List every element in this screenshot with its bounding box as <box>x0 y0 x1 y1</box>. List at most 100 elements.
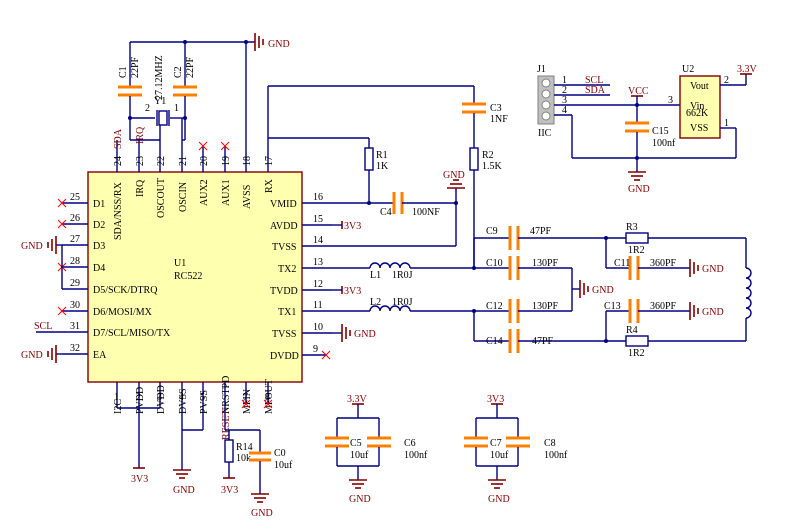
u2-part: 662K <box>686 108 709 119</box>
u2-body <box>679 75 721 139</box>
r3-resistor <box>625 232 649 244</box>
c7c8-3v3-label: 3V3 <box>487 394 504 405</box>
gnd-symbol-tvss10: GND <box>341 324 376 342</box>
j1-pin-2: 2 <box>562 85 567 96</box>
gnd-label-d3: GND <box>21 241 43 252</box>
u1-pin-name-12: TVDD <box>270 286 298 297</box>
gnd-label-dvss: GND <box>173 485 195 496</box>
c11-ref: C11 <box>614 258 630 269</box>
u1-pin-name-19: AUX1 <box>221 179 232 206</box>
u1-pin-name-6: NRSTPD <box>221 376 232 414</box>
j1-pin-4: 4 <box>562 105 567 116</box>
reset-net-label: RESET <box>221 409 232 440</box>
r2-ref: R2 <box>482 150 494 161</box>
gnd-label-crystal: GND <box>268 39 290 50</box>
y1-val: 27.12MHZ <box>154 55 165 100</box>
c13-val: 360PF <box>650 301 677 312</box>
u1-pin-num-32: 32 <box>70 343 80 354</box>
u1-pin-num-10: 10 <box>313 322 323 333</box>
u1-pin-name-28: D4 <box>93 263 105 274</box>
u1-pin-num-16: 16 <box>313 192 323 203</box>
gnd-label-c4: GND <box>443 170 465 181</box>
r1-val: 1K <box>376 161 389 172</box>
u2-pin-num-1: 1 <box>724 118 729 129</box>
gnd-symbol-dvss: GND <box>173 469 195 496</box>
u1-pin-name-25: D1 <box>93 199 105 210</box>
u1-pin-name-23: IRQ <box>135 179 146 197</box>
c8-val: 100nf <box>544 450 568 461</box>
y1-pin-right: 1 <box>174 103 179 114</box>
u1-pin-name-27: D3 <box>93 241 105 252</box>
c1-ref: C1 <box>118 66 129 78</box>
c10-val: 130PF <box>532 258 559 269</box>
u1-pin-name-11: TX1 <box>278 307 296 318</box>
u1-pin-num-31: 31 <box>70 321 80 332</box>
u1-pin-num-22: 22 <box>156 156 167 166</box>
tvdd-3v3-label: 3V3 <box>344 286 361 297</box>
u1-pin-name-29: D5/SCK/DTRQ <box>93 285 158 296</box>
u1-pin-name-16: VMID <box>270 199 297 210</box>
u1-pin-name-14: TVSS <box>272 242 296 253</box>
u1-pin-num-2: 2 <box>136 392 141 403</box>
u1-pin-num-20: 20 <box>199 156 210 166</box>
c7-val: 10uf <box>490 450 509 461</box>
u1-pin-name-26: D2 <box>93 220 105 231</box>
u1-pin-name-1: I2C <box>113 399 124 414</box>
u1-pin-num-27: 27 <box>70 234 80 245</box>
u1-pin-num-5: 5 <box>200 392 205 403</box>
y1-ref: Y1 <box>154 96 166 107</box>
u2-3v3-label: 3.3V <box>737 64 758 75</box>
gnd-label-c15: GND <box>628 184 650 195</box>
c13-ref: C13 <box>604 301 621 312</box>
c9-val: 47PF <box>530 226 552 237</box>
r14-3v3-label: 3V3 <box>221 485 238 496</box>
c0-val: 10uf <box>274 460 293 471</box>
u1-pin-name-30: D6/MOSI/MX <box>93 307 153 318</box>
j1-sda-label: SDA <box>585 85 606 96</box>
gnd-label-c0: GND <box>251 508 273 519</box>
c14-val: 47PF <box>532 336 554 347</box>
u1-pin-num-15: 15 <box>313 214 323 225</box>
u2-pin-vss: VSS <box>690 123 708 134</box>
y1-crystal <box>158 110 168 126</box>
c14-ref: C14 <box>486 336 503 347</box>
j1-ref: J1 <box>537 64 546 75</box>
c4-val: 100NF <box>412 207 440 218</box>
antenna-coil <box>745 267 752 319</box>
u1-pin-num-17: 17 <box>264 156 275 166</box>
gnd-label-c7c8: GND <box>488 494 510 505</box>
gnd-symbol-c13: GND <box>689 302 724 320</box>
gnd-label-tvss10: GND <box>354 329 376 340</box>
r14-val: 10k <box>236 453 251 464</box>
u1-pin-name-9: DVDD <box>270 351 299 362</box>
u1-pin-name-10: TVSS <box>272 329 296 340</box>
u1-pin-num-24: 24 <box>113 156 124 166</box>
j1-body <box>537 75 555 125</box>
gnd-symbol-c4: GND <box>443 170 465 189</box>
c4-ref: C4 <box>380 207 392 218</box>
r1-resistor <box>364 147 374 171</box>
r3-ref: R3 <box>626 222 638 233</box>
gnd-label-c13: GND <box>702 307 724 318</box>
c8-ref: C8 <box>544 438 556 449</box>
c11-val: 360PF <box>650 258 677 269</box>
u1-pin-name-31: D7/SCL/MISO/TX <box>93 328 171 339</box>
c3-val: 1NF <box>490 114 508 125</box>
sda-net-label: SDA <box>113 128 124 149</box>
u1-pin-num-8: 8 <box>265 392 270 403</box>
y1-pin-left: 2 <box>145 103 150 114</box>
c6-ref: C6 <box>404 438 416 449</box>
c1-val: 22PF <box>130 56 141 78</box>
u1-pin-num-18: 18 <box>242 156 253 166</box>
r14-ref: R14 <box>236 442 253 453</box>
c15-ref: C15 <box>652 126 669 137</box>
j1-scl-label: SCL <box>585 75 603 86</box>
gnd-symbol-c10-c12: GND <box>579 280 614 298</box>
r4-val: 1R2 <box>628 348 645 359</box>
gnd-symbol-d3: GND <box>21 236 57 254</box>
c7-ref: C7 <box>490 438 502 449</box>
u1-pin-name-7: MFIN <box>242 389 253 414</box>
u1-right-pins: VMID AVDD TVSS TX2 TVDD TX1 TVSS DVDD 16… <box>270 192 332 362</box>
u2-ref: U2 <box>682 64 694 75</box>
u1-bottom-pins: I2C PVDD DVDD DVSS PVSS NRSTPD MFIN MFOU… <box>113 376 275 430</box>
